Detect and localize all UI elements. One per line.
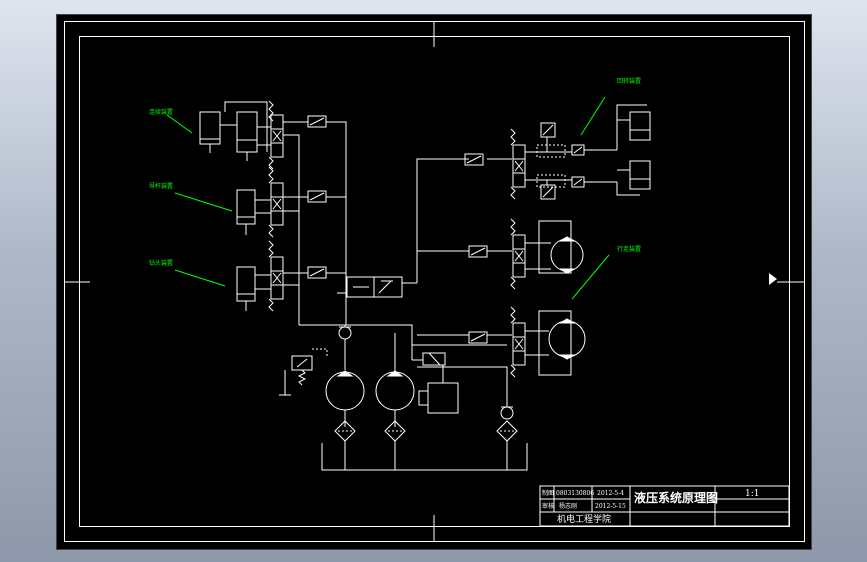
center-switch-valve	[337, 276, 403, 298]
outer-frame	[64, 21, 805, 542]
label-rotation-device: 回转装置	[617, 77, 641, 85]
relief-valve	[279, 348, 328, 396]
drawing-sheet: 连续装置 导杆装置 钻头装置 回转装置 行走装置 制图 0803130806 2…	[56, 14, 812, 550]
title-block-drawn-date: 2012-5-4	[597, 490, 624, 497]
right-valve-2	[510, 218, 526, 290]
title-block-drawn-label: 制图	[542, 489, 554, 497]
throttle-valve-left-3	[307, 266, 327, 279]
tank	[321, 443, 528, 471]
solenoid-valve	[412, 352, 459, 414]
rotation-assembly	[525, 104, 651, 200]
label-travel-device: 行走装置	[617, 245, 641, 253]
drawing-title: 液压系统原理图	[634, 490, 718, 505]
throttle-valve-left-2	[307, 190, 327, 203]
check-valve-1	[338, 326, 352, 340]
right-valve-3	[510, 306, 526, 378]
pump-2	[375, 333, 415, 470]
throttle-valve-right-2	[468, 245, 488, 258]
pump-1	[325, 370, 365, 470]
throttle-valve-right-3	[468, 331, 488, 344]
title-block-check-date: 2012-5-15	[595, 503, 626, 510]
title-block-drawn-id: 0803130806	[556, 490, 594, 497]
title-block-check-name: 杨志刚	[559, 502, 577, 510]
left-valve-2	[268, 166, 284, 238]
right-valve-1	[510, 128, 526, 200]
left-cylinder-3	[236, 266, 271, 311]
drawing-scale: 1:1	[745, 489, 759, 499]
throttle-valve-right-1	[464, 153, 484, 166]
title-block	[539, 485, 790, 527]
check-valve-2	[412, 344, 518, 470]
label-guide-rod-device: 导杆装置	[149, 182, 173, 190]
left-valve-3	[268, 240, 284, 312]
label-drill-bit-device: 钻头装置	[149, 259, 173, 267]
label-continuous-device: 连续装置	[149, 108, 173, 116]
left-cylinder-group-1	[199, 101, 271, 161]
hydraulic-schematic: 连续装置 导杆装置 钻头装置 回转装置 行走装置 制图 0803130806 2…	[64, 21, 805, 542]
throttle-valve-left-1	[307, 115, 327, 128]
left-cylinder-2	[236, 189, 271, 235]
motor-unit-2	[525, 310, 586, 376]
title-block-institute: 机电工程学院	[557, 513, 611, 525]
title-block-check-label: 审核	[542, 502, 554, 510]
left-valve-1	[268, 100, 284, 170]
motor-unit-1	[525, 220, 584, 274]
inner-frame	[79, 36, 790, 527]
